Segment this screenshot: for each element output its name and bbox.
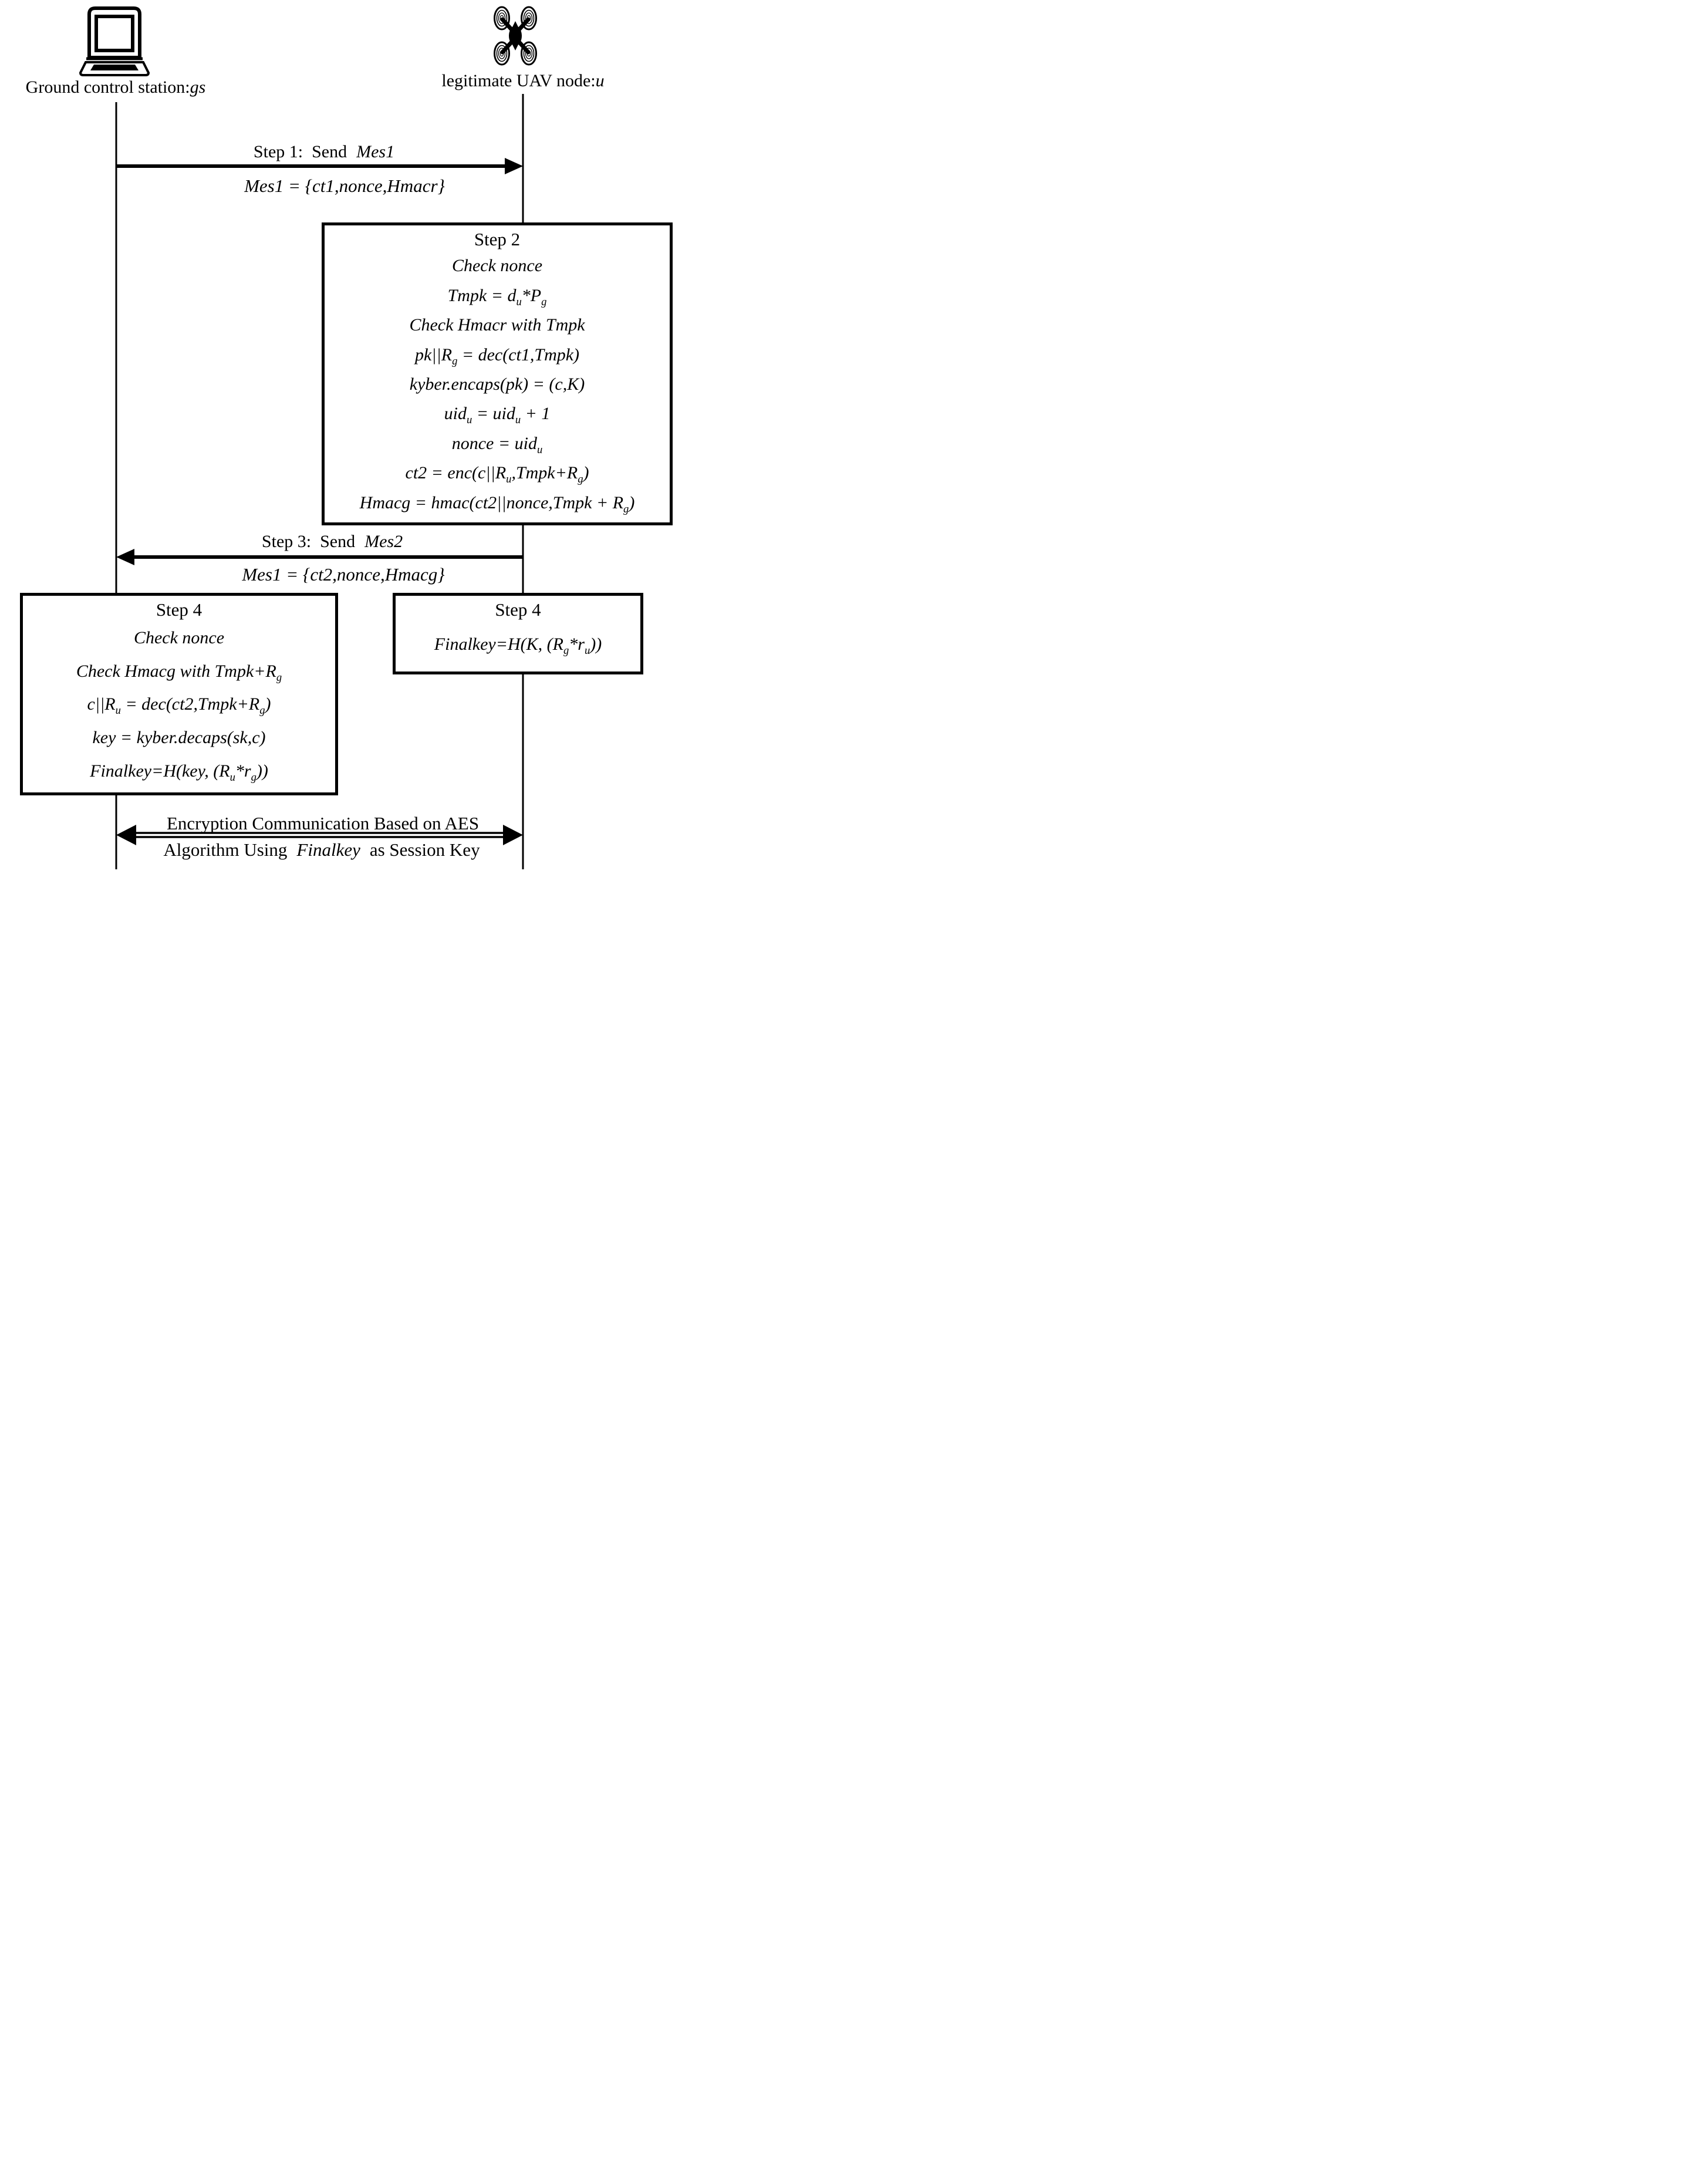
session-arrow <box>116 825 523 845</box>
step1-label-text: Step 1: Send <box>253 142 347 161</box>
session-line2-prefix: Algorithm Using <box>163 839 288 860</box>
step3-payload: Mes1 = {ct2,nonce,Hmacg} <box>242 564 445 585</box>
formula-line: pk||Rg = dec(ct1,Tmpk) <box>414 345 580 367</box>
session-key-name: Finalkey <box>296 839 360 860</box>
arrowhead-left-icon <box>116 549 134 565</box>
step1-message-name: Mes1 <box>356 142 395 161</box>
formula-line: uidu = uidu + 1 <box>444 404 551 427</box>
formula-line: c||Ru = dec(ct2,Tmpk+Rg) <box>87 694 271 717</box>
laptop-icon <box>79 6 150 76</box>
formula-line: Check nonce <box>451 256 543 276</box>
gs-actor-name: Ground control station: <box>25 77 190 97</box>
uav-actor-name: legitimate UAV node: <box>441 71 596 90</box>
step3-label: Step 3: Send Mes2 <box>262 532 403 552</box>
formula-line: Check Hmacr with Tmpk <box>409 315 585 335</box>
step3-message-name: Mes2 <box>364 532 403 551</box>
formula-line: Check Hmacg with Tmpk+Rg <box>76 661 282 684</box>
step4-uav-formulas: Finalkey=H(K, (Rg*ru)) <box>399 622 637 667</box>
formula-line: Check nonce <box>133 628 225 648</box>
step1-arrow <box>116 158 523 174</box>
session-caption-line2: Algorithm Using Finalkey as Session Key <box>163 839 480 861</box>
step3-label-text: Step 3: Send <box>261 532 356 551</box>
uav-actor-label: legitimate UAV node:u <box>441 71 604 91</box>
step4-gs-box-title: Step 4 <box>156 599 202 620</box>
step2-box-title: Step 2 <box>474 229 521 249</box>
step3-arrow <box>116 549 523 565</box>
gs-actor-id: gs <box>190 77 206 97</box>
formula-line: kyber.encaps(pk) = (c,K) <box>409 374 585 394</box>
uav-actor-id: u <box>595 71 605 90</box>
diagram-wire-layer <box>79 6 537 869</box>
drone-icon <box>494 6 537 66</box>
step1-payload: Mes1 = {ct1,nonce,Hmacr} <box>244 176 445 196</box>
formula-line: Finalkey=H(key, (Ru*rg)) <box>90 761 268 784</box>
arrowhead-left-icon <box>116 825 136 845</box>
step4-uav-box: Step 4 Finalkey=H(K, (Rg*ru)) <box>393 593 643 674</box>
gs-actor-label: Ground control station:gs <box>26 77 206 97</box>
session-line2-suffix: as Session Key <box>369 839 480 860</box>
formula-line: key = kyber.decaps(sk,c) <box>92 728 266 748</box>
formula-line: Tmpk = du*Pg <box>447 285 547 308</box>
step4-uav-box-title: Step 4 <box>495 599 541 620</box>
step1-label: Step 1: Send Mes1 <box>254 142 394 162</box>
session-caption-line1: Encryption Communication Based on AES <box>166 813 480 834</box>
formula-line: Hmacg = hmac(ct2||nonce,Tmpk + Rg) <box>359 492 635 515</box>
arrowhead-right-icon <box>505 158 523 174</box>
formula-line: nonce = uidu <box>451 433 543 456</box>
protocol-sequence-diagram: Ground control station:gs legitimate UAV… <box>0 0 683 869</box>
formula-line: ct2 = enc(c||Ru,Tmpk+Rg) <box>405 463 589 486</box>
arrowhead-right-icon <box>503 825 523 845</box>
formula-line: Finalkey=H(K, (Rg*ru)) <box>434 634 602 657</box>
